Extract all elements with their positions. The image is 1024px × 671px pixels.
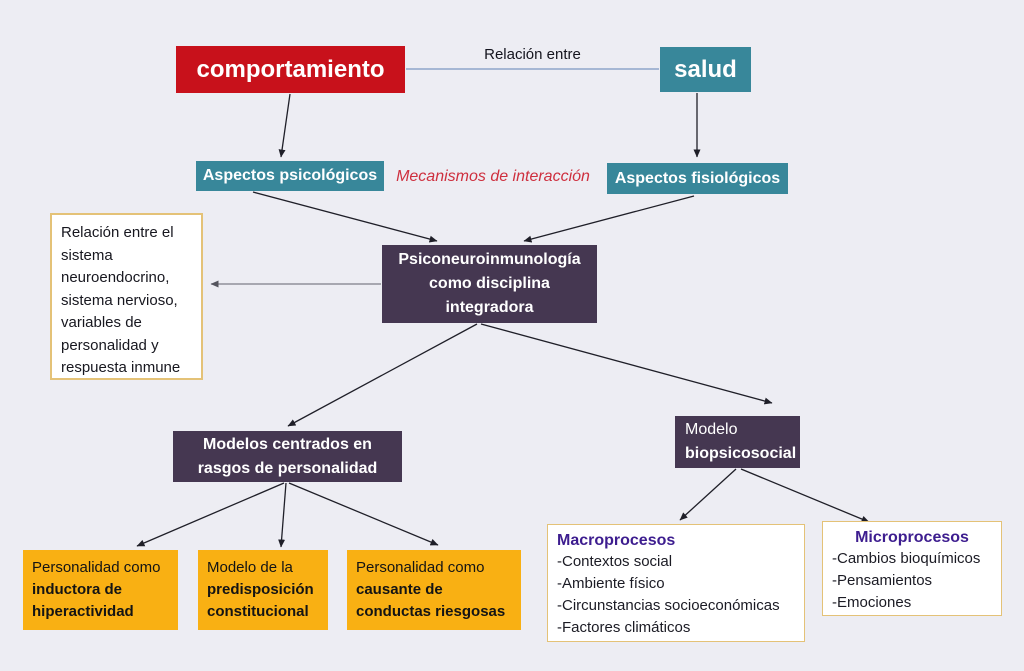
node-modelo-biopsicosocial: Modelo biopsicosocial — [675, 416, 800, 468]
orange3-bold: causante de conductas riesgosas — [356, 581, 506, 620]
list-item: -Factores climáticos — [557, 619, 691, 636]
list-item: -Circunstancias socioeconómicas — [557, 597, 780, 614]
microprocesos-list: -Cambios bioquímicos -Pensamientos -Emoc… — [832, 548, 992, 614]
list-item: -Emociones — [832, 594, 912, 611]
orange2-bold: predisposición constitucional — [207, 581, 314, 620]
node-predisposicion-constitucional: Modelo de la predisposición constitucion… — [198, 550, 328, 630]
node-modelos-rasgos-personalidad: Modelos centrados en rasgos de personali… — [173, 431, 402, 482]
list-item: -Pensamientos — [832, 572, 933, 589]
orange3-intro: Personalidad como — [356, 559, 485, 576]
list-item: -Cambios bioquímicos — [832, 550, 981, 567]
node-conductas-riesgosas: Personalidad como causante de conductas … — [347, 550, 521, 630]
biopsicosocial-line1: Modelo — [685, 421, 738, 438]
link-label-relacion-entre: Relación entre — [484, 46, 581, 63]
node-macroprocesos: Macroprocesos -Contextos social -Ambient… — [547, 524, 805, 642]
orange1-bold: inductora de hiperactividad — [32, 581, 134, 620]
node-psiconeuroinmunologia: Psiconeuroinmunología como disciplina in… — [382, 245, 597, 323]
list-item: -Ambiente físico — [557, 575, 665, 592]
label-mecanismos-de-interaccion: Mecanismos de interacción — [396, 168, 590, 185]
list-item: -Contextos social — [557, 553, 673, 570]
macroprocesos-list: -Contextos social -Ambiente físico -Circ… — [557, 551, 795, 639]
node-relacion-sistemas-definition: Relación entre el sistema neuroendocrino… — [50, 213, 203, 380]
macroprocesos-title: Macroprocesos — [557, 532, 676, 549]
node-microprocesos: Microprocesos -Cambios bioquímicos -Pens… — [822, 521, 1002, 616]
node-comportamiento: comportamiento — [176, 46, 405, 93]
biopsicosocial-line2: biopsicosocial — [685, 445, 797, 462]
node-aspectos-fisiologicos: Aspectos fisiológicos — [607, 163, 788, 194]
microprocesos-title: Microprocesos — [855, 529, 969, 546]
node-salud: salud — [660, 47, 751, 92]
orange2-intro: Modelo de la — [207, 559, 293, 576]
orange1-intro: Personalidad como — [32, 559, 161, 576]
node-aspectos-psicologicos: Aspectos psicológicos — [196, 161, 384, 191]
node-personalidad-inductora: Personalidad como inductora de hiperacti… — [23, 550, 178, 630]
